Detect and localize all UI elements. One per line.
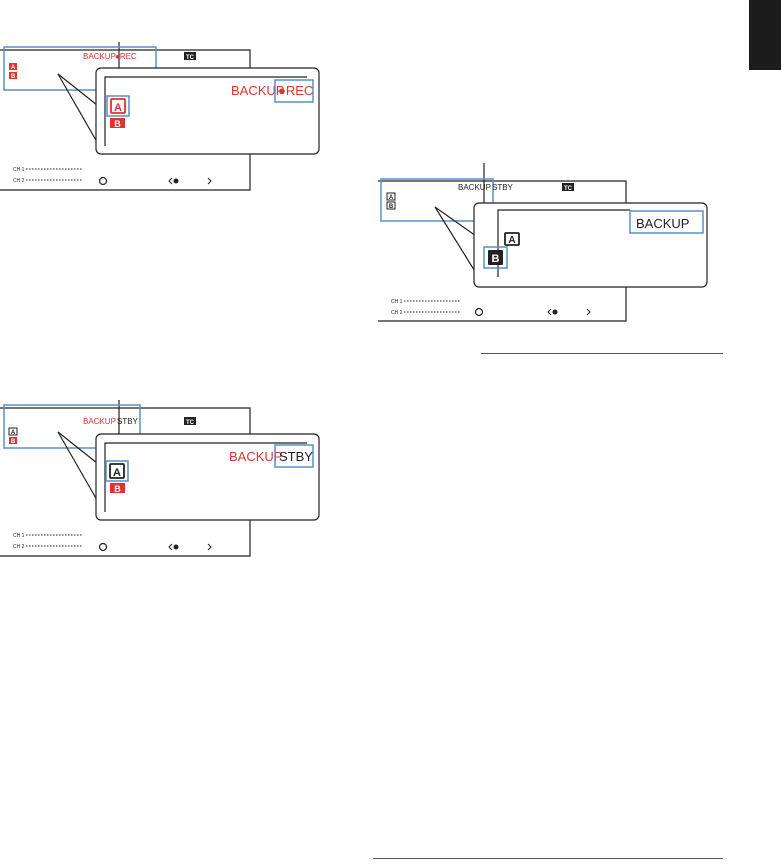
svg-text:B: B [492,253,500,265]
svg-text:CH 1: CH 1 [391,299,403,305]
screen-stby-label: STBY [492,183,514,192]
zoom-backup-label: BACKUP [636,216,689,231]
screen-backup-label: BACKUP [458,183,491,192]
screen-highlight [3,404,141,449]
record-dot-icon [173,178,179,184]
zoom-card-a-icon [504,232,520,246]
zoom-backup-label: BACKUP [229,449,282,464]
screen-backup-label: BACKUP [83,417,116,426]
divider-bottom [373,858,723,859]
svg-text:B: B [11,439,16,445]
svg-text:A: A [114,102,122,114]
svg-text:B: B [389,204,394,210]
svg-text:B: B [114,119,121,129]
card-a-icon [8,427,18,436]
stabilizer-icon [98,542,108,552]
stabilizer-icon [474,307,484,317]
svg-text:CH 2: CH 2 [13,178,25,184]
svg-text:CH 2: CH 2 [391,310,403,316]
zoom-card-b-icon [110,118,125,128]
card-b-icon [9,72,17,79]
svg-text:TC: TC [186,420,195,426]
card-a-icon [386,192,396,201]
rec-highlight [274,79,314,103]
screen-stby-label: STBY [117,417,139,426]
svg-text:TC: TC [564,186,573,192]
divider-top [481,353,723,354]
zoom-card-a-icon [109,463,125,479]
chapter-edge-tab [749,0,781,70]
svg-text:B: B [11,74,16,80]
record-dot-icon [173,544,179,550]
tc-icon [184,52,196,60]
zoom-stby-label: STBY [279,449,313,464]
svg-text:CH 2: CH 2 [13,544,25,550]
stby-highlight [274,444,314,468]
card-a-highlight [106,95,130,117]
svg-text:A: A [113,467,121,479]
zoom-backup-label: BACKUP [231,83,284,98]
figure-backup-rec: BACKUP ●REC TC A B BACKUP ●REC A B CH 1 … [0,30,330,200]
tc-icon [184,417,196,425]
screen-backup-label: BACKUP [83,52,116,61]
screen-highlight [380,178,494,222]
svg-text:A: A [11,65,16,71]
card-b-highlight [483,246,508,269]
card-b-icon [9,437,17,444]
card-a-icon [9,63,17,70]
backup-highlight [629,210,704,234]
card-b-icon [386,201,396,210]
zoom-box [95,433,320,521]
zoom-card-a-icon [110,98,126,114]
zoom-card-b-icon [488,250,503,265]
screen-rec-label: ●REC [115,52,137,61]
zoom-box [95,67,320,155]
record-dot-icon [552,309,558,315]
stabilizer-icon [98,176,108,186]
svg-text:A: A [389,195,394,201]
figure-backup-stby: BACKUP STBY TC A B BACKUP STBY A B CH 1 … [0,388,330,558]
zoom-rec-label: ●REC [278,83,313,98]
zoom-card-b-icon [110,483,125,493]
tc-icon [562,183,574,191]
chevron-right-icon [207,543,212,551]
figure-backup-mode: BACKUP STBY TC A B BACKUP A B CH 1 CH 2 [378,155,713,325]
svg-text:A: A [508,235,515,246]
chevron-right-icon [207,177,212,185]
zoom-box [473,202,708,288]
svg-text:TC: TC [186,55,195,61]
chevron-right-icon [586,308,591,316]
svg-text:CH 1: CH 1 [13,533,25,539]
card-a-highlight [105,460,129,482]
svg-text:CH 1: CH 1 [13,167,25,173]
svg-text:A: A [11,430,16,436]
svg-text:B: B [114,484,121,494]
